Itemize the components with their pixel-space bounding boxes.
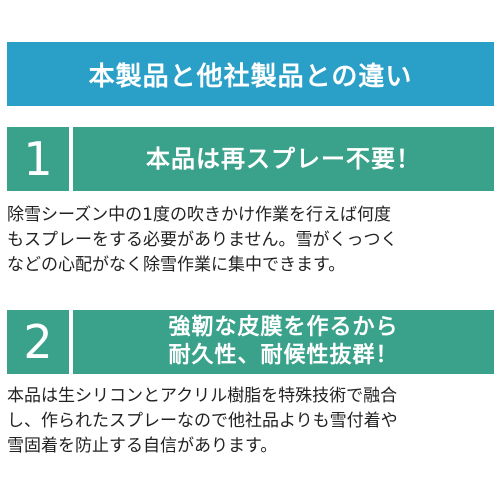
feature-2-title-box: 強靭な皮膜を作るから 耐久性、耐候性抜群！ bbox=[73, 310, 494, 374]
feature-1-description: 除雪シーズン中の1度の吹きかけ作業を行えば何度 もスプレーをする必要がありません… bbox=[7, 203, 494, 278]
feature-2-description-line: 本品は生シリコンとアクリル樹脂を特殊技術で融合 bbox=[7, 386, 398, 406]
page-title: 本製品と他社製品との違い bbox=[88, 61, 413, 92]
feature-2-header: 2 強靭な皮膜を作るから 耐久性、耐候性抜群！ bbox=[7, 310, 494, 374]
page-title-banner: 本製品と他社製品との違い bbox=[7, 42, 494, 106]
feature-2-description-line: し、作られたスプレーなので他社品よりも雪付着や bbox=[7, 411, 398, 431]
feature-1-description-line: などの心配がなく除雪作業に集中できます。 bbox=[7, 255, 346, 275]
feature-1-divider bbox=[69, 127, 73, 191]
feature-1-description-line: もスプレーをする必要がありません。雪がくっつく bbox=[7, 230, 398, 250]
feature-1-title: 本品は再スプレー不要！ bbox=[146, 145, 421, 173]
feature-2-number-box: 2 bbox=[7, 310, 69, 374]
feature-2-description-line: 雪固着を防止する自信があります。 bbox=[7, 436, 278, 456]
feature-2-number: 2 bbox=[23, 315, 53, 369]
feature-2-title-line-2: 耐久性、耐候性抜群！ bbox=[168, 343, 399, 368]
feature-1-number: 1 bbox=[23, 132, 53, 186]
feature-1-header: 1 本品は再スプレー不要！ bbox=[7, 127, 494, 191]
feature-2-divider bbox=[69, 310, 73, 374]
feature-1-number-box: 1 bbox=[7, 127, 69, 191]
feature-2-title-line-1: 強靭な皮膜を作るから bbox=[168, 315, 399, 340]
feature-2-description: 本品は生シリコンとアクリル樹脂を特殊技術で融合 し、作られたスプレーなので他社品… bbox=[7, 384, 494, 459]
feature-1-description-line: 除雪シーズン中の1度の吹きかけ作業を行えば何度 bbox=[7, 205, 391, 225]
feature-1-title-box: 本品は再スプレー不要！ bbox=[73, 127, 494, 191]
